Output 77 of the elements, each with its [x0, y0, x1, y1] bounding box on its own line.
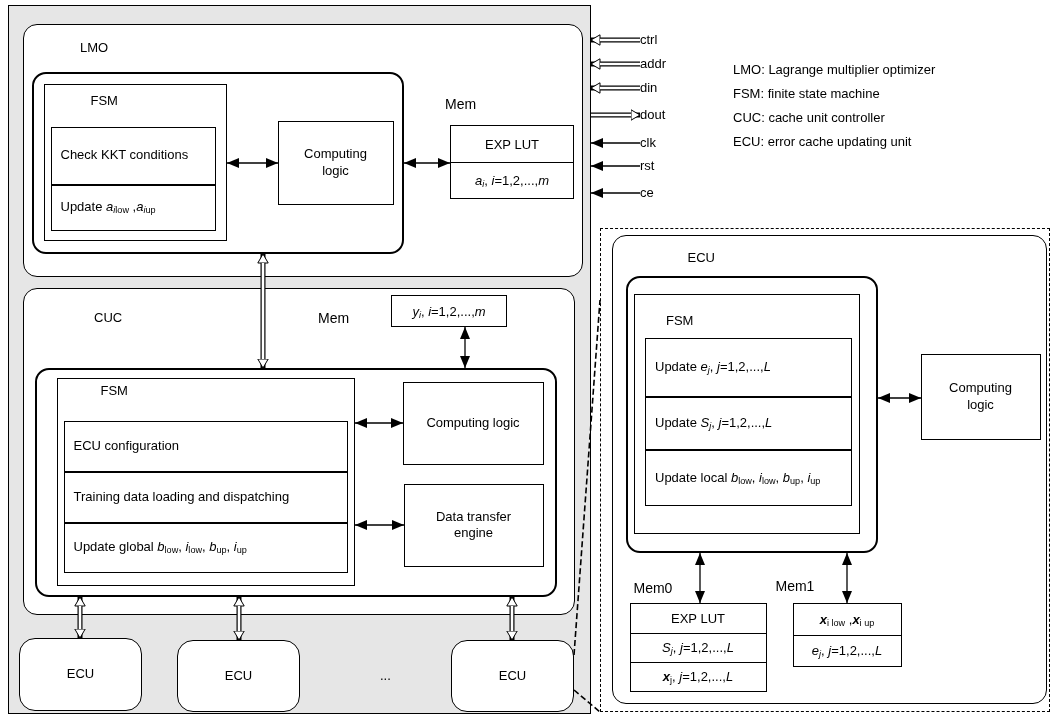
signal-label: addr	[640, 56, 667, 72]
memory-entry: x$_{i low}$ ,x$_{i up}$	[818, 610, 876, 630]
core-block	[35, 368, 557, 597]
module-block	[23, 24, 583, 277]
memory-label: Mem0	[633, 579, 673, 597]
double-arrow	[877, 393, 922, 403]
memory-label: Mem	[445, 96, 477, 113]
double-arrow	[354, 418, 404, 428]
memory-table	[792, 602, 902, 667]
bus-arrow	[506, 596, 518, 641]
double-arrow	[695, 552, 705, 604]
block-title: LMO	[80, 40, 109, 56]
state-row: Update global b$_{low}$, i$_{low}$, b$_{up}$, i$_{up}$	[63, 522, 348, 573]
arrow	[590, 161, 641, 171]
double-arrow	[460, 326, 470, 369]
unit-block: ECU	[451, 640, 574, 712]
signal-label: clk	[640, 135, 656, 151]
block-title: CUC	[94, 310, 123, 326]
state-row: Training data loading and dispatching	[63, 471, 348, 523]
block-title: FSM	[666, 313, 694, 329]
state-row: Update local b$_{low}$, i$_{low}$, b$_{up}$, i$_{up}$	[645, 450, 852, 506]
block-title: FSM	[90, 92, 118, 109]
signal-label: ce	[640, 185, 654, 201]
signal-label: rst	[640, 158, 655, 174]
memory-entry: a$_{i}$, i=1,2,...,m	[451, 162, 573, 198]
logic-block: Computing logic	[277, 120, 394, 205]
bus-arrow	[233, 596, 245, 641]
double-arrow	[403, 158, 451, 168]
logic-block: Computing logic	[402, 381, 544, 465]
memory-label: Mem	[318, 310, 350, 327]
memory-entry: x$_{j}$, j=1,2,...,L	[630, 661, 766, 691]
signal-label: din	[640, 80, 658, 96]
state-row: Update e$_{j}$, j=1,2,...,L	[645, 338, 852, 397]
state-machine-block	[56, 377, 355, 586]
double-arrow	[226, 158, 279, 168]
legend-text: LMO: Lagrange multiplier optimizer	[733, 62, 936, 78]
double-arrow	[354, 520, 405, 530]
zoom-line	[573, 299, 601, 713]
signal-label: ctrl	[640, 32, 658, 48]
unit-block: ECU	[177, 640, 300, 712]
core-block	[32, 72, 404, 254]
memory-table	[629, 602, 767, 692]
bus-arrow	[74, 596, 86, 639]
memory-entry: EXP LUT	[484, 135, 540, 154]
block-title: ECU	[687, 249, 715, 266]
arrow	[590, 188, 641, 198]
state-row: ECU configuration	[63, 420, 348, 472]
block-title: FSM	[100, 382, 128, 399]
state-row: Check KKT conditions	[50, 126, 216, 185]
memory-table	[450, 125, 574, 199]
memory-entry: e$_{j}$, j=1,2,...,L	[793, 634, 901, 666]
system-frame	[8, 5, 591, 714]
unit-block: ECU	[19, 638, 142, 711]
memory-entry: EXP LUT	[670, 609, 726, 628]
memory-label: Mem1	[775, 577, 815, 595]
bus-arrow	[257, 253, 269, 369]
bus-arrow	[590, 82, 640, 94]
memory-entry: y$_{i}$, i=1,2,...,m	[411, 302, 487, 322]
double-arrow	[842, 552, 852, 604]
legend-text: FSM: finite state machine	[733, 86, 880, 102]
signal-label: dout	[640, 107, 666, 123]
logic-block: Data transfer engine	[403, 483, 544, 567]
ellipsis-text: ...	[380, 668, 391, 684]
state-row: Update S$_{j}$, j=1,2,...,L	[645, 397, 852, 450]
legend-text: CUC: cache unit controller	[733, 110, 885, 126]
memory-entry: S$_{j}$, j=1,2,...,L	[630, 632, 766, 662]
legend-text: ECU: error cache updating unit	[733, 134, 912, 150]
arrow	[590, 138, 641, 148]
bus-arrow	[590, 58, 640, 70]
bus-arrow	[590, 34, 640, 46]
state-machine-block	[43, 83, 227, 241]
state-machine-block	[634, 294, 860, 534]
module-block	[23, 288, 575, 615]
bus-arrow	[591, 109, 641, 121]
core-block	[625, 275, 878, 553]
memory-table	[391, 295, 507, 327]
logic-block: Computing logic	[920, 353, 1041, 440]
